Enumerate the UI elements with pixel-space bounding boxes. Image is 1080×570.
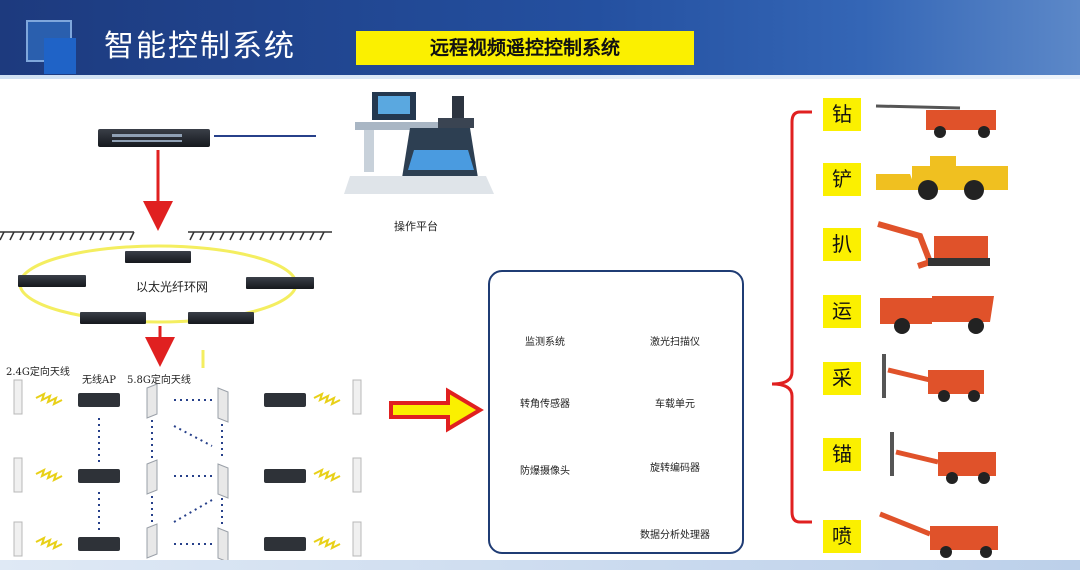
mucking-machine-icon	[877, 221, 990, 269]
antenna-24g-label: 2.4G定向天线	[6, 367, 70, 378]
mining-jumbo-icon	[882, 354, 984, 402]
core-switch-icon	[98, 129, 210, 147]
header-divider	[0, 75, 1080, 79]
equipment-panel: 监测系统 激光扫描仪 转角传感器 车载单元 防爆摄像头 旋转编码器 数据分析处理…	[488, 270, 744, 554]
ring-switch-bottom-right-icon	[188, 312, 254, 324]
ring-switch-left-icon	[18, 275, 86, 287]
vehicle-label: 铲	[823, 163, 861, 196]
vehicle-label: 运	[823, 295, 861, 328]
equipment-label: 转角传感器	[520, 399, 570, 410]
ground-line-right	[188, 231, 332, 241]
equipment-label: 数据分析处理器	[640, 530, 710, 541]
footer-strip	[0, 560, 1080, 570]
loader-icon	[876, 156, 1008, 200]
haul-truck-icon	[880, 296, 994, 334]
vehicle-label: 扒	[823, 228, 861, 261]
equipment-label: 防爆摄像头	[520, 466, 570, 477]
wireless-ap-label: 无线AP	[82, 375, 116, 386]
equipment-label: 旋转编码器	[650, 463, 700, 474]
vehicle-label: 钻	[823, 98, 861, 131]
equipment-label: 激光扫描仪	[650, 337, 700, 348]
equipment-label: 车载单元	[655, 399, 695, 410]
logo-square-accent-icon	[44, 38, 76, 74]
vehicle-label: 喷	[823, 520, 861, 553]
vehicle-brace	[771, 110, 812, 524]
drill-rig-icon	[875, 104, 996, 138]
ground-line-left	[0, 231, 135, 241]
vehicle-label: 采	[823, 362, 861, 395]
ring-switch-top-icon	[125, 251, 191, 263]
equipment-label: 监测系统	[525, 337, 565, 348]
big-arrow-right-icon	[389, 387, 484, 433]
operation-platform-icon	[344, 92, 494, 194]
vehicle-label: 锚	[823, 438, 861, 471]
ring-switch-bottom-left-icon	[80, 312, 146, 324]
roof-bolter-icon	[890, 432, 996, 484]
antenna-58g-label: 5.8G定向天线	[127, 375, 191, 386]
wireless-grid	[13, 379, 362, 563]
fiber-ring-label: 以太光纤环网	[136, 280, 209, 294]
operation-platform-label: 操作平台	[394, 220, 438, 233]
ring-switch-right-icon	[246, 277, 314, 289]
subtitle-banner: 远程视频遥控控制系统	[356, 31, 694, 65]
shotcrete-machine-icon	[879, 511, 998, 558]
page-title: 智能控制系统	[104, 29, 296, 64]
header-bar: 智能控制系统 远程视频遥控控制系统	[0, 0, 1080, 75]
